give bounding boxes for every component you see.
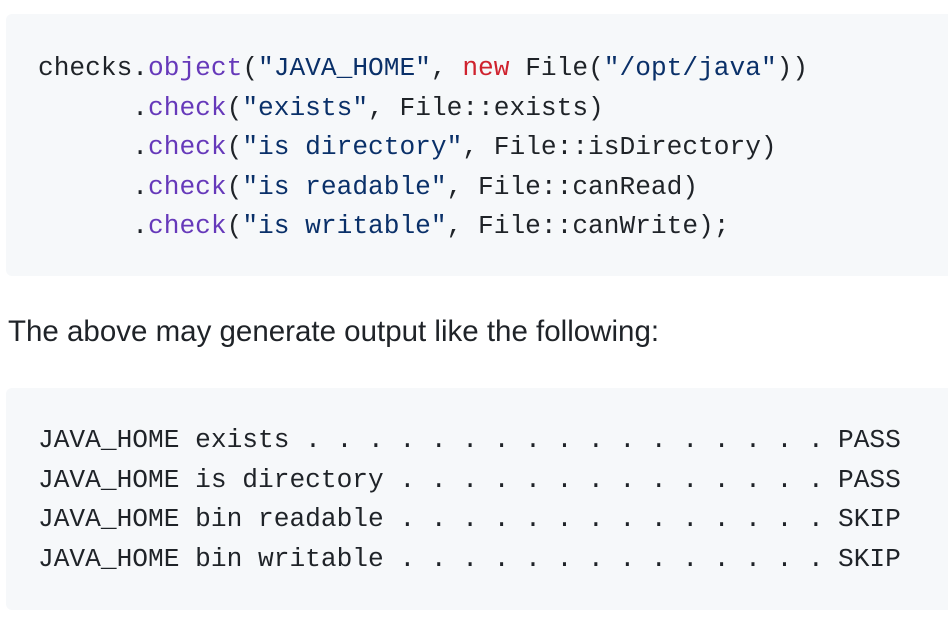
code-token: ( (226, 211, 243, 241)
code-token: )) (776, 53, 809, 83)
code-string-token: "/opt/java" (603, 53, 777, 83)
code-token: File( (509, 53, 604, 83)
code-token: , File::canWrite); (446, 211, 730, 241)
code-line: .check("is readable", File::canRead) (38, 168, 808, 208)
code-string-token: "is writable" (242, 211, 447, 241)
output-row-status: SKIP (838, 504, 901, 534)
code-string-token: "is readable" (242, 171, 447, 202)
code-token: . (38, 132, 149, 162)
code-token: , File::canRead) (446, 171, 699, 202)
code-line: .check("is writable", File::canWrite); (38, 207, 808, 247)
code-lines: checks.object("JAVA_HOME", new File("/op… (38, 49, 808, 247)
code-token: ( (226, 132, 243, 162)
code-function-token: check (148, 171, 227, 202)
code-token: . (38, 92, 149, 123)
output-row-status: PASS (838, 464, 901, 495)
output-row-label: JAVA_HOME bin readable . . . . . . . . .… (38, 504, 824, 534)
code-token: , (430, 53, 463, 83)
code-token: . (38, 211, 149, 241)
code-function-token: check (148, 132, 227, 162)
code-token: ( (226, 92, 243, 123)
output-statuses: PASS PASS SKIP SKIP (838, 421, 901, 579)
code-function-token: check (148, 211, 227, 241)
code-line: checks.object("JAVA_HOME", new File("/op… (38, 49, 808, 89)
code-line: .check("exists", File::exists) (38, 89, 808, 129)
output-row-label: JAVA_HOME bin writable . . . . . . . . .… (38, 543, 824, 574)
code-string-token: "JAVA_HOME" (258, 53, 431, 83)
code-string-token: "is directory" (242, 132, 463, 162)
output-row-label: JAVA_HOME is directory . . . . . . . . .… (38, 464, 824, 495)
code-token: ( (242, 53, 259, 83)
code-keyword-token: new (462, 53, 510, 83)
code-line: .check("is directory", File::isDirectory… (38, 128, 808, 168)
code-token: , File::exists) (368, 92, 604, 123)
code-token: ( (226, 171, 243, 202)
output-row-status: PASS (838, 425, 901, 455)
code-function-token: check (148, 92, 227, 123)
output-lines: JAVA_HOME exists . . . . . . . . . . . .… (38, 421, 901, 574)
description-paragraph: The above may generate output like the f… (8, 315, 660, 348)
output-row-status: SKIP (838, 543, 901, 574)
code-string-token: "exists" (242, 92, 369, 123)
output-row-label: JAVA_HOME exists . . . . . . . . . . . .… (38, 425, 824, 455)
output-code-block: JAVA_HOME exists . . . . . . . . . . . .… (6, 388, 948, 610)
code-token: . (38, 171, 149, 202)
java-code-block: checks.object("JAVA_HOME", new File("/op… (6, 14, 948, 276)
code-function-token: object (148, 53, 243, 83)
code-token: checks. (38, 53, 149, 83)
output-labels: JAVA_HOME exists . . . . . . . . . . . .… (38, 421, 824, 579)
code-token: , File::isDirectory) (462, 132, 777, 162)
